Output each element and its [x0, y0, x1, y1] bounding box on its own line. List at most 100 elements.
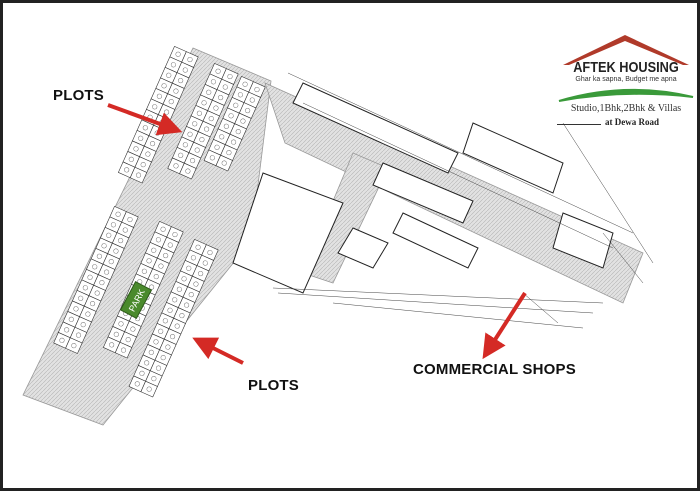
plot-number-marker	[99, 280, 105, 286]
plot-number-marker	[207, 250, 213, 256]
plot-number-marker	[108, 259, 114, 265]
plot-number-marker	[181, 276, 187, 282]
plot-number-marker	[156, 93, 162, 99]
logo-brand: AFTEK HOUSING	[573, 59, 679, 76]
plot-number-marker	[101, 243, 107, 249]
plot-number-marker	[233, 102, 239, 108]
plot-number-marker	[215, 68, 221, 74]
plot-number-marker	[124, 167, 130, 173]
plot-number-marker	[90, 301, 96, 307]
plot-number-marker	[237, 92, 243, 98]
logo-line	[557, 124, 601, 125]
plot-number-marker	[195, 244, 201, 250]
plot-number-marker	[78, 295, 84, 301]
plot-number-marker	[110, 222, 116, 228]
plot-block	[167, 62, 239, 180]
plot-number-marker	[182, 142, 188, 148]
plot-number-marker	[173, 88, 179, 94]
plot-number-marker	[87, 274, 93, 280]
plot-number-marker	[75, 332, 82, 338]
plot-block	[203, 75, 266, 172]
plot-number-marker	[106, 232, 112, 238]
plot	[114, 341, 133, 359]
plot-number-marker	[153, 274, 159, 280]
plot-number-marker	[118, 321, 124, 327]
plot-number-marker	[190, 255, 196, 261]
park: PARK	[119, 280, 153, 320]
plot-number-marker	[155, 237, 161, 243]
aftek-housing-logo: AFTEK HOUSING Ghar ka sapna, Budget me a…	[555, 31, 697, 131]
plot-number-marker	[115, 211, 121, 217]
swoosh-icon	[558, 88, 694, 102]
plot-number-marker	[170, 334, 176, 340]
plot-number-marker	[185, 168, 191, 174]
logo-location: at Dewa Road	[605, 117, 659, 127]
plot-number-marker	[160, 355, 166, 361]
plot-number-marker	[235, 129, 241, 135]
plot-number-marker	[133, 146, 139, 152]
plot-number-marker	[140, 162, 146, 168]
plot-number-marker	[162, 318, 168, 324]
plot-number-marker	[82, 285, 88, 291]
plot-number-marker	[104, 269, 110, 275]
plot-number-marker	[204, 126, 210, 132]
plot-number-marker	[188, 292, 194, 298]
plots-label-bottom: PLOTS	[248, 377, 300, 394]
plot-number-marker	[249, 97, 255, 103]
plot-number-marker	[190, 158, 196, 164]
plot-number-marker	[148, 349, 154, 355]
plot-number-marker	[163, 253, 169, 259]
plot-number-marker	[68, 316, 74, 322]
plot-number-marker	[221, 160, 227, 166]
plot-number-marker	[64, 327, 70, 333]
plot-number-marker	[193, 281, 199, 287]
plot-number-marker	[187, 131, 193, 137]
plot-number-marker	[120, 347, 127, 353]
plot-number-marker	[209, 155, 215, 161]
plot-number-marker	[109, 342, 115, 348]
plot-number-marker	[214, 144, 220, 150]
plot-number-marker	[161, 83, 167, 89]
plot	[65, 337, 83, 354]
plot-number-marker	[202, 260, 208, 266]
plot-number-marker	[59, 337, 65, 343]
plot-number-marker	[142, 125, 148, 131]
plot-number-marker	[118, 238, 124, 244]
plot	[140, 380, 158, 398]
plot-number-marker	[227, 74, 233, 80]
plot-number-marker	[152, 104, 158, 110]
plot-number-marker	[94, 290, 100, 296]
plot	[129, 166, 148, 184]
plot-number-marker	[146, 258, 152, 264]
plot-number-marker	[145, 151, 151, 157]
plot-number-marker	[71, 343, 77, 349]
plots-bottom-arrow	[192, 337, 244, 365]
plot	[179, 162, 197, 180]
plot-number-marker	[226, 150, 232, 156]
plot-number-marker	[210, 79, 216, 85]
plot-number-marker	[141, 268, 147, 274]
plot-number-marker	[176, 286, 182, 292]
plot-number-marker	[146, 386, 152, 392]
plot-number-marker	[219, 134, 225, 140]
plot-number-marker	[196, 110, 202, 116]
plot-number-marker	[134, 381, 140, 387]
plot-number-marker	[206, 89, 212, 95]
plot-number-marker	[151, 376, 157, 382]
plot-number-marker	[173, 163, 179, 169]
plot-number-marker	[165, 344, 171, 350]
plot-number-marker	[167, 307, 173, 313]
plot-number-marker	[208, 116, 214, 122]
plot-number-marker	[150, 141, 156, 147]
plot-number-marker	[222, 84, 228, 90]
logo-types: Studio,1Bhk,2Bhk & Villas	[570, 103, 682, 114]
plot-number-marker	[223, 123, 229, 129]
plot-number-marker	[228, 113, 234, 119]
plot-number-marker	[172, 232, 178, 238]
plots-top-arrow	[107, 103, 183, 136]
plot-number-marker	[128, 156, 134, 162]
plot-number-marker	[166, 72, 172, 78]
plot-blocks	[53, 45, 266, 398]
plot-number-marker	[160, 226, 166, 232]
commercial-arrow	[482, 291, 527, 360]
